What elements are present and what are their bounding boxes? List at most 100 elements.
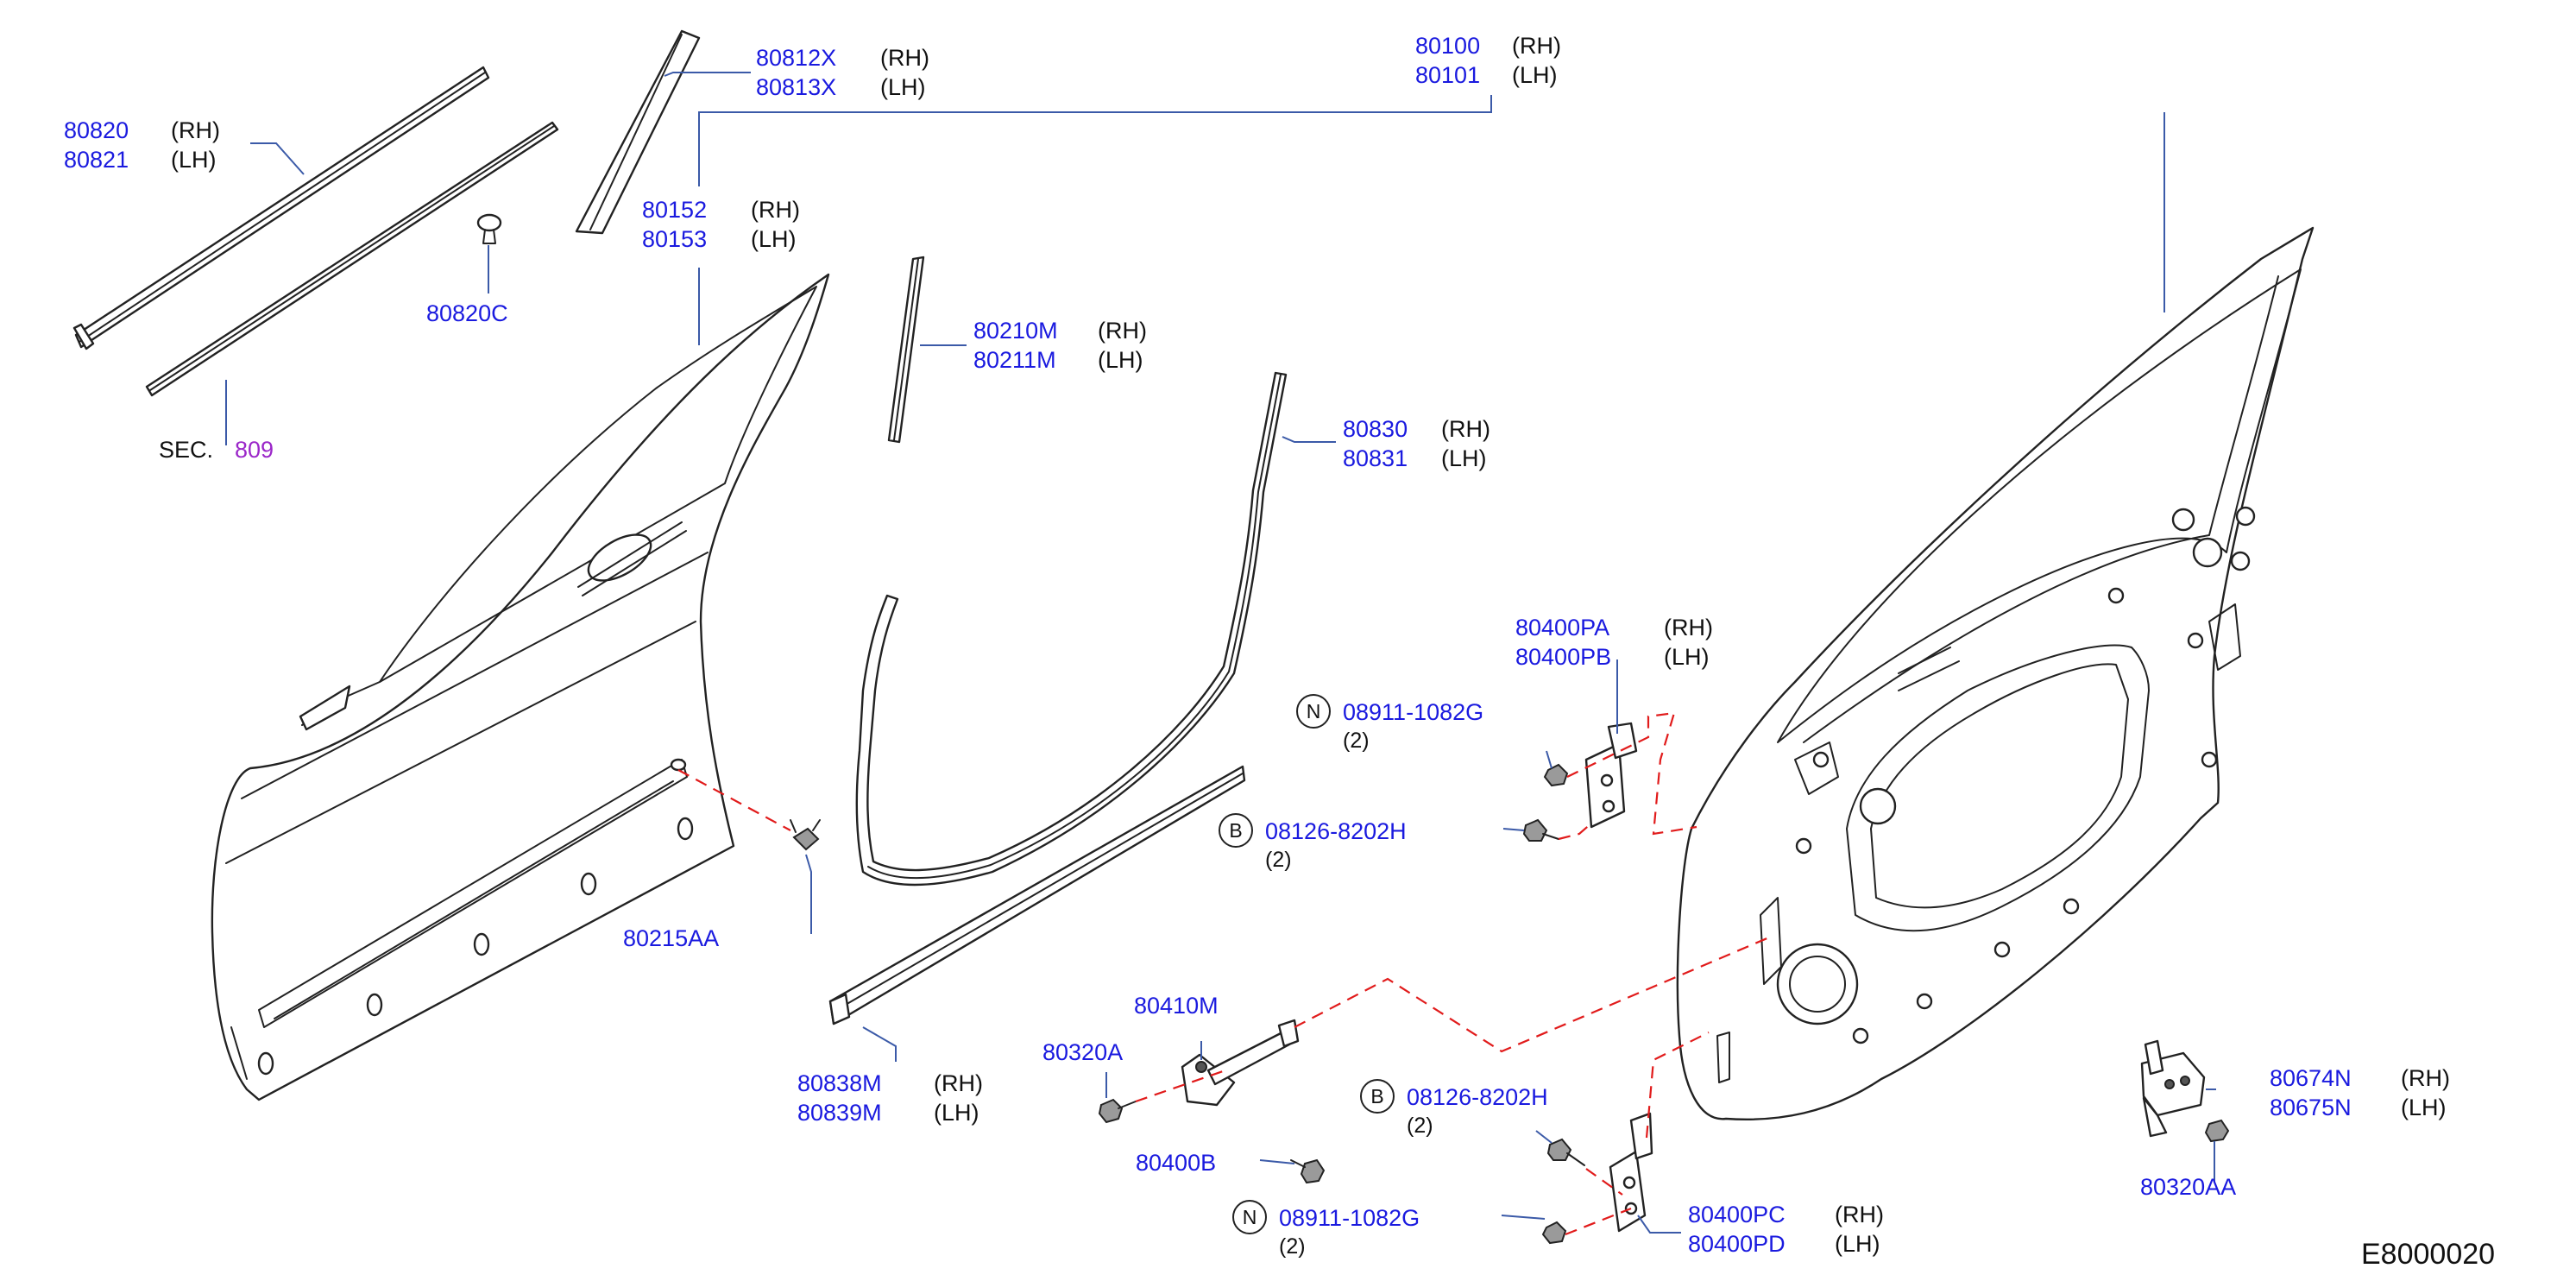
fastener-qty: (2): [1279, 1234, 1306, 1259]
bolt-upper-hinge: [1522, 818, 1559, 842]
callout-part-80320aa: 80320AA: [2140, 1174, 2236, 1200]
section-number: 809: [235, 437, 274, 463]
callout-80152[interactable]: 80152 80153 (RH) (LH): [642, 197, 800, 252]
section-reference[interactable]: SEC. 809: [159, 437, 274, 463]
belt-molding-inner: [145, 121, 559, 397]
callout-side-lh: (LH): [880, 74, 926, 100]
callout-80820[interactable]: 80820 80821 (RH) (LH): [64, 117, 220, 173]
callout-part-80830: 80830: [1343, 416, 1408, 442]
fastener-part: 08911-1082G: [1343, 699, 1483, 725]
callout-part-80320a: 80320A: [1042, 1039, 1123, 1065]
callout-side-rh: (RH): [1441, 416, 1490, 442]
callout-side-lh: (LH): [1512, 62, 1558, 88]
fastener-prefix: B: [1370, 1085, 1383, 1107]
callout-part-80400pd: 80400PD: [1688, 1231, 1786, 1257]
sill-seal-80838m: [828, 765, 1246, 1025]
callout-part-80839m: 80839M: [797, 1100, 882, 1126]
fastener-qty: (2): [1407, 1114, 1433, 1138]
callout-part-80821: 80821: [64, 147, 129, 173]
callout-80410m[interactable]: 80410M: [1134, 993, 1219, 1019]
callout-side-rh: (RH): [751, 197, 800, 223]
callout-part-80820: 80820: [64, 117, 129, 143]
clip-80215aa: [790, 819, 821, 851]
fastener-b-upper[interactable]: B 08126-8202H (2): [1219, 813, 1407, 872]
nut-upper-hinge: [1543, 763, 1569, 787]
clip-80820c: [476, 213, 502, 244]
callout-80674n[interactable]: 80674N 80675N (RH) (LH): [2270, 1065, 2450, 1120]
callout-80400pc[interactable]: 80400PC 80400PD (RH) (LH): [1688, 1202, 1884, 1257]
callout-part-80152: 80152: [642, 197, 707, 223]
door-outer-panel: [211, 273, 830, 1101]
fastener-prefix-badge: [1232, 1200, 1267, 1234]
fastener-prefix: B: [1229, 819, 1242, 842]
callout-part-80838m: 80838M: [797, 1070, 882, 1096]
callout-80400pa[interactable]: 80400PA 80400PB (RH) (LH): [1515, 615, 1713, 670]
callout-side-rh: (RH): [2401, 1065, 2450, 1091]
sash-tape-80210m: [887, 256, 925, 444]
callout-part-80210m: 80210M: [973, 318, 1058, 344]
callout-part-80101: 80101: [1415, 62, 1480, 88]
upper-hinge-80400pa: [1584, 722, 1638, 829]
callout-side-rh: (RH): [1835, 1202, 1884, 1227]
fastener-part: 08126-8202H: [1265, 818, 1407, 844]
belt-weatherstrip-outer: [72, 66, 490, 350]
callout-side-rh: (RH): [880, 45, 929, 71]
callout-80215aa[interactable]: 80215AA: [623, 925, 719, 951]
fastener-n-lower[interactable]: N 08911-1082G (2): [1232, 1200, 1420, 1259]
bolt-80400b: [1290, 1158, 1326, 1184]
fastener-prefix-badge: [1219, 813, 1253, 848]
callout-part-80400pb: 80400PB: [1515, 644, 1611, 670]
callout-side-lh: (LH): [1835, 1231, 1880, 1257]
leader-lines: [225, 72, 2216, 1234]
callout-part-80820c: 80820C: [426, 300, 508, 326]
fastener-n-upper[interactable]: N 08911-1082G (2): [1296, 694, 1483, 753]
callout-80830[interactable]: 80830 80831 (RH) (LH): [1343, 416, 1490, 471]
fastener-prefix-badge: [1296, 694, 1331, 729]
callout-80812x[interactable]: 80812X 80813X (RH) (LH): [756, 45, 929, 100]
fastener-part: 08126-8202H: [1407, 1084, 1548, 1110]
callout-part-80410m: 80410M: [1134, 993, 1219, 1019]
callout-80400b[interactable]: 80400B: [1136, 1150, 1216, 1176]
callout-80320aa[interactable]: 80320AA: [2140, 1174, 2236, 1200]
callout-side-lh: (LH): [1441, 445, 1487, 471]
fastener-part: 08911-1082G: [1279, 1205, 1420, 1231]
callout-80820c[interactable]: 80820C: [426, 300, 508, 326]
bolt-80320a: [1098, 1098, 1137, 1124]
callout-80838m[interactable]: 80838M 80839M (RH) (LH): [797, 1070, 983, 1126]
callout-side-rh: (RH): [934, 1070, 983, 1096]
assembly-guides: [677, 711, 1770, 1236]
fastener-b-lower[interactable]: B 08126-8202H (2): [1360, 1079, 1548, 1138]
callout-side-rh: (RH): [1098, 318, 1147, 344]
callout-side-lh: (LH): [1098, 347, 1143, 373]
door-inner-panel: [1676, 226, 2315, 1121]
callout-part-80400pa: 80400PA: [1515, 615, 1609, 640]
callout-part-80813x: 80813X: [756, 74, 836, 100]
callout-part-80211m: 80211M: [973, 347, 1056, 373]
callout-part-80400pc: 80400PC: [1688, 1202, 1786, 1227]
nut-lower-hinge: [1541, 1221, 1567, 1245]
callout-side-lh: (LH): [751, 226, 797, 252]
fastener-qty: (2): [1265, 848, 1292, 872]
callout-side-rh: (RH): [1512, 33, 1561, 59]
sash-cover-80812x: [575, 29, 701, 235]
callout-part-80812x: 80812X: [756, 45, 836, 71]
callout-80210m[interactable]: 80210M 80211M (RH) (LH): [973, 318, 1147, 373]
callout-part-80675n: 80675N: [2270, 1095, 2352, 1120]
callout-80100[interactable]: 80100 80101 (RH) (LH): [1415, 33, 1561, 88]
callout-part-80100: 80100: [1415, 33, 1480, 59]
bracket-80674n: [2140, 1039, 2206, 1138]
bolt-80320aa: [2204, 1119, 2230, 1143]
callout-side-rh: (RH): [1664, 615, 1713, 640]
callout-side-lh: (LH): [1664, 644, 1710, 670]
section-label: SEC.: [159, 437, 213, 463]
bolt-lower-hinge: [1546, 1138, 1585, 1166]
callout-part-80674n: 80674N: [2270, 1065, 2352, 1091]
callout-part-80153: 80153: [642, 226, 707, 252]
callout-side-rh: (RH): [171, 117, 220, 143]
callout-80320a[interactable]: 80320A: [1042, 1039, 1123, 1065]
door-check-80410m: [1181, 1019, 1300, 1107]
callout-part-80831: 80831: [1343, 445, 1408, 471]
callout-side-lh: (LH): [2401, 1095, 2447, 1120]
fastener-prefix: N: [1307, 700, 1321, 723]
